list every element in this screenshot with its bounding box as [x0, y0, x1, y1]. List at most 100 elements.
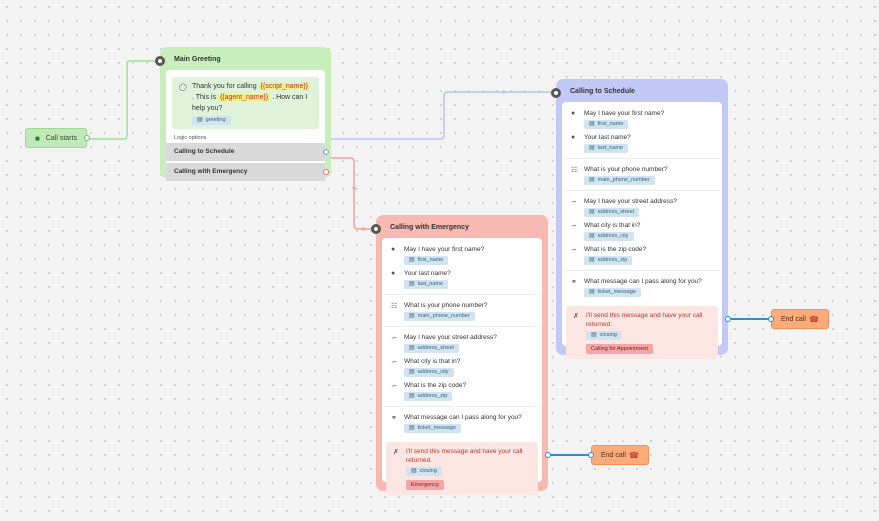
var-agent-name: {{agent_name}} [217, 94, 271, 101]
tag-label: address_zip [417, 393, 448, 399]
question-text: What message can I pass along for you? [404, 414, 522, 421]
tag-icon: ▤ [589, 145, 595, 151]
ear-icon: ∽ [391, 383, 397, 390]
question-text: Your last name? [584, 134, 631, 141]
end-call-label: End call [601, 451, 626, 459]
list-item[interactable]: ∽ What city is that in? ▤address_city [384, 355, 540, 379]
variable-tag: ▤address_zip [584, 256, 633, 265]
schedule-input-anchor[interactable] [551, 88, 561, 98]
wire-arrow-emergency [352, 187, 356, 192]
variable-tag: ▤address_city [584, 232, 634, 241]
question-text: What city is that in? [584, 222, 641, 229]
emergency-input-anchor[interactable] [371, 224, 381, 234]
option-emergency-label: Calling with Emergency [174, 168, 248, 175]
option-emergency-port[interactable] [323, 169, 329, 175]
wire-arrow-emergency-2 [362, 227, 367, 231]
chat-icon: ■ [35, 133, 40, 143]
tag-label: address_zip [597, 257, 628, 263]
question-text: May I have your street address? [584, 198, 677, 205]
greeting-input-anchor[interactable] [155, 56, 165, 66]
schedule-message-group: ⚭ What message can I pass along for you?… [564, 271, 720, 302]
logic-options-label: Logic options [174, 135, 207, 141]
greeting-text-2: . This is [192, 94, 216, 101]
list-item[interactable]: ∽ What is the zip code? ▤address_zip [564, 243, 720, 267]
tag-label: address_city [597, 233, 629, 239]
list-item[interactable]: ⚭ What message can I pass along for you?… [564, 275, 720, 299]
variable-tag: ▤first_name [584, 120, 629, 129]
tag-icon: ▤ [589, 289, 595, 295]
list-item[interactable]: ☷ What is your phone number? ▤main_phone… [564, 163, 720, 187]
tag-icon: ▤ [589, 233, 595, 239]
call-starts-node[interactable]: ■ Call starts [25, 128, 90, 148]
chat-bubbles-icon: ⚭ [571, 279, 577, 286]
end-call-input-port[interactable] [768, 316, 774, 322]
emergency-phone-group: ☷ What is your phone number? ▤main_phone… [384, 295, 540, 327]
exit-badge: Emergency [406, 480, 444, 490]
option-schedule-port[interactable] [323, 149, 329, 155]
tag-icon: ▤ [589, 121, 595, 127]
tag-icon: ▤ [409, 393, 415, 399]
question-text: What is the zip code? [404, 382, 467, 389]
list-item[interactable]: ● May I have your first name? ▤first_nam… [384, 243, 540, 267]
question-text: What city is that in? [404, 358, 461, 365]
ear-icon: ∽ [571, 247, 577, 254]
wire-arrow-schedule [503, 90, 508, 94]
end-call-node-schedule[interactable]: End call ☎ [768, 309, 829, 329]
emergency-name-group: ● May I have your first name? ▤first_nam… [384, 239, 540, 295]
tag-label: closing [419, 468, 437, 474]
list-item[interactable]: ∽ May I have your street address? ▤addre… [564, 195, 720, 219]
tag-label: last_name [417, 281, 444, 287]
ear-icon: ∽ [391, 335, 397, 342]
end-call-input-port[interactable] [588, 452, 594, 458]
variable-tag: ▤address_zip [404, 392, 453, 401]
end-call-node-emergency[interactable]: End call ☎ [588, 445, 649, 465]
phone-hangup-icon: ☎ [809, 314, 819, 324]
variable-tag: ▤address_street [584, 208, 640, 217]
tag-label: first_name [597, 121, 624, 127]
tag-icon: ▤ [411, 468, 417, 474]
list-item[interactable]: ● May I have your first name? ▤first_nam… [564, 107, 720, 131]
variable-tag: ▤address_street [404, 344, 460, 353]
phone-hangup-icon: ☎ [629, 450, 639, 460]
list-item[interactable]: ● Your last name? ▤last_name [384, 267, 540, 291]
calling-to-schedule-card[interactable]: Calling to Schedule ● May I have your fi… [551, 79, 731, 359]
list-item[interactable]: ∽ What city is that in? ▤address_city [564, 219, 720, 243]
end-call-label: End call [781, 315, 806, 323]
schedule-closing[interactable]: ✗ I'll send this message and have your c… [566, 306, 718, 359]
chat-bubbles-icon: ⚭ [391, 415, 397, 422]
option-calling-to-schedule[interactable]: Calling to Schedule [166, 143, 329, 161]
variable-tag: ▤ticket_message [404, 424, 461, 433]
option-calling-with-emergency[interactable]: Calling with Emergency [166, 163, 329, 181]
greeting-message[interactable]: ◯ Thank you for calling {{script_name}} … [172, 77, 319, 129]
list-item[interactable]: ☷ What is your phone number? ▤main_phone… [384, 299, 540, 323]
emergency-output-port[interactable] [545, 452, 551, 458]
tag-icon: ▤ [409, 369, 415, 375]
wire-greeting-to-emergency [328, 157, 376, 230]
tag-icon: ▤ [591, 332, 597, 338]
var-script-name: {{script_name}} [258, 83, 311, 90]
list-item[interactable]: ∽ What is the zip code? ▤address_zip [384, 379, 540, 403]
list-item[interactable]: ● Your last name? ▤last_name [564, 131, 720, 155]
person-icon: ● [571, 110, 576, 117]
call-starts-label: Call starts [45, 134, 77, 142]
variable-tag: ▤first_name [404, 256, 449, 265]
tag-label: address_city [417, 369, 449, 375]
emergency-closing[interactable]: ✗ I'll send this message and have your c… [386, 442, 538, 495]
emergency-body: ● May I have your first name? ▤first_nam… [382, 238, 542, 495]
tag-label: main_phone_number [597, 177, 650, 183]
exit-badge: Calling for Appointment [586, 344, 653, 354]
question-text: May I have your first name? [584, 110, 665, 117]
list-item[interactable]: ∽ May I have your street address? ▤addre… [384, 331, 540, 355]
list-item[interactable]: ⚭ What message can I pass along for you?… [384, 411, 540, 435]
call-starts-output-port[interactable] [84, 135, 90, 141]
calling-with-emergency-card[interactable]: Calling with Emergency ● May I have your… [371, 215, 551, 495]
variable-tag: ▤main_phone_number [404, 312, 475, 321]
tag-label: main_phone_number [417, 313, 470, 319]
main-greeting-card[interactable]: Main Greeting ◯ Thank you for calling {{… [155, 47, 331, 181]
schedule-output-port[interactable] [725, 316, 731, 322]
tag-icon: ▤ [197, 117, 203, 123]
tag-icon: ▤ [409, 345, 415, 351]
closing-text: I'll send this message and have your cal… [406, 448, 523, 464]
closing-text: I'll send this message and have your cal… [586, 312, 703, 328]
phone-list-icon: ☷ [571, 167, 578, 174]
